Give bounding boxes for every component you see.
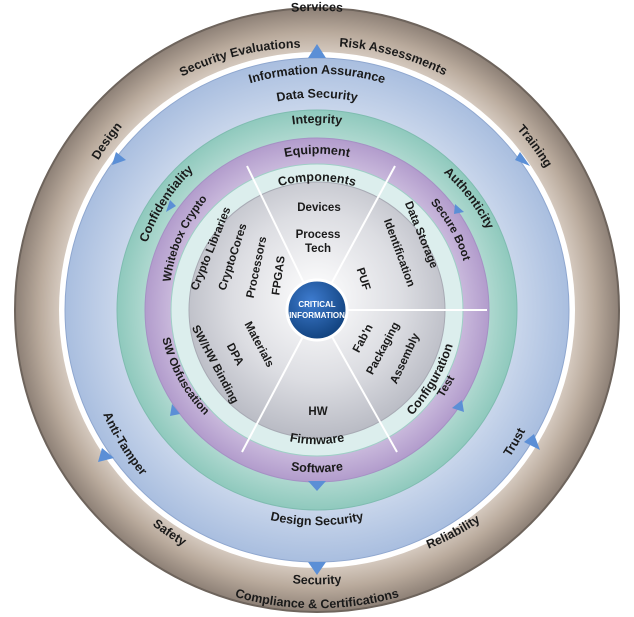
label-process: Process [296, 229, 341, 241]
arrow-top-left [112, 152, 126, 165]
arrow-up-top [308, 44, 326, 58]
arrow-inner-right-bottom [452, 400, 464, 412]
arrow-inner-left-bottom [170, 404, 180, 416]
label-tech: Tech [305, 243, 331, 255]
center-badge [285, 278, 349, 342]
label-fpgas: FPGAS [270, 255, 287, 296]
arrow-left-lower [98, 448, 114, 462]
label-firmware: Firmware [289, 430, 345, 447]
center-label-line2: INFORMATION [289, 311, 345, 320]
arrow-inner-right-top [454, 204, 464, 214]
label-hw: HW [308, 406, 327, 418]
label-security: Security [292, 572, 342, 587]
direction-arrows [98, 44, 540, 575]
arrow-inner-left-top [166, 200, 176, 212]
label-devices: Devices [297, 202, 340, 214]
label-equipment: Equipment [283, 143, 352, 160]
label-services: Services [291, 0, 344, 15]
label-data-security: Data Security [275, 87, 358, 105]
arrow-right-lower [524, 434, 540, 450]
arrow-down-bottom [308, 562, 326, 575]
arrow-down-inner [308, 481, 326, 491]
label-integrity: Integrity [291, 112, 343, 128]
arrow-top-right [515, 152, 530, 166]
label-design-security: Design Security [269, 509, 364, 528]
center-label-line1: CRITICAL [298, 300, 335, 309]
label-software: Software [290, 459, 344, 475]
